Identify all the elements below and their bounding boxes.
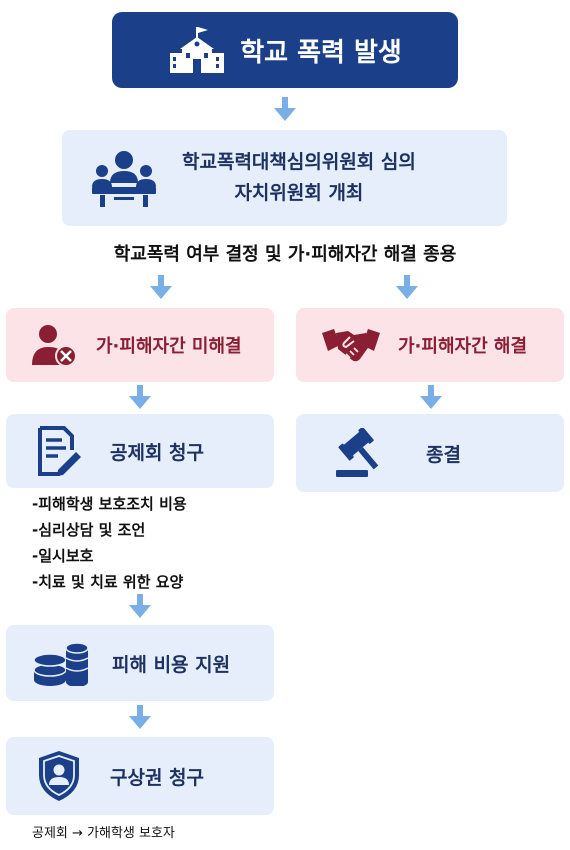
unresolved-box: 가·피해자간 미해결 [6, 308, 274, 382]
arrow-down-icon [129, 594, 151, 618]
footnote: 공제회 → 가해학생 보호자 [32, 826, 175, 841]
list-item: -심리상담 및 조언 [32, 521, 146, 539]
arrow-down-icon [396, 275, 418, 299]
arrow-down-icon [129, 385, 151, 409]
support-label: 피해 비용 지원 [112, 653, 231, 676]
person-cancel-icon [32, 325, 77, 367]
end-box: 종결 [296, 414, 564, 492]
committee-line-1: 학교폭력대책심의위원회 심의 [182, 151, 416, 173]
school-icon [170, 27, 225, 73]
arrow-down-icon [129, 705, 151, 729]
decision-text: 학교폭력 여부 결정 및 가·피해자간 해결 종용 [113, 244, 457, 265]
title-box: 학교 폭력 발생 [112, 12, 458, 88]
document-edit-icon [38, 426, 81, 476]
end-label: 종결 [426, 443, 461, 466]
arrow-down-icon [420, 385, 442, 409]
shield-person-icon [39, 751, 79, 801]
arrow-down-icon [150, 275, 172, 299]
list-item: -치료 및 치료 위한 요양 [32, 573, 184, 591]
gavel-icon [336, 428, 379, 477]
committee-line-2: 자치위원회 개최 [234, 182, 364, 204]
indemnity-box: 구상권 청구 [6, 737, 274, 815]
handshake-icon [322, 329, 380, 362]
claim-box: 공제회 청구 [6, 414, 274, 488]
details-list: -피해학생 보호조치 비용 -심리상담 및 조언 -일시보호 -치료 및 치료 … [32, 491, 187, 595]
resolved-box: 가·피해자간 해결 [296, 308, 564, 382]
unresolved-label: 가·피해자간 미해결 [96, 336, 242, 357]
resolved-label: 가·피해자간 해결 [398, 336, 528, 357]
arrow-down-icon [274, 97, 296, 121]
claim-label: 공제회 청구 [110, 441, 205, 464]
indemnity-label: 구상권 청구 [110, 766, 205, 789]
coins-icon [33, 642, 89, 686]
list-item: -일시보호 [32, 547, 94, 565]
page-title: 학교 폭력 발생 [240, 37, 402, 68]
committee-box: 학교폭력대책심의위원회 심의 자치위원회 개최 [62, 130, 507, 226]
support-box: 피해 비용 지원 [6, 625, 274, 701]
list-item: -피해학생 보호조치 비용 [32, 495, 187, 513]
meeting-icon [92, 151, 156, 207]
